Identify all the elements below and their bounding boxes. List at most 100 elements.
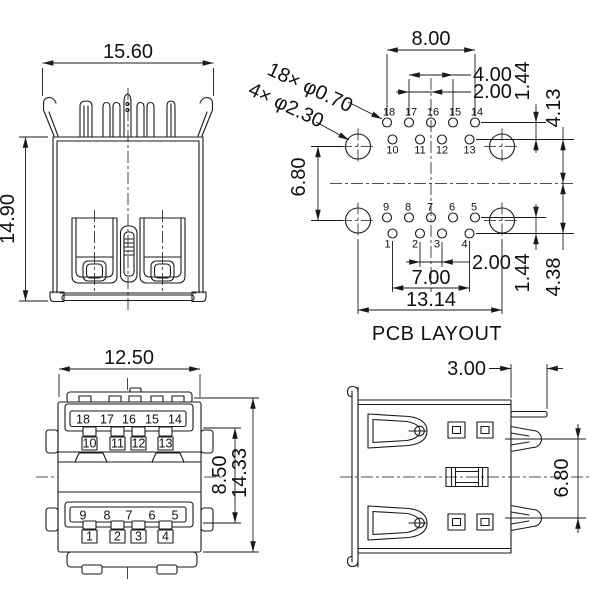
pcb-pin-hole	[469, 117, 481, 128]
dim-text: 8.50	[209, 456, 231, 495]
pcb-pin-hole	[381, 212, 393, 223]
dim-text: 1.44	[512, 254, 534, 293]
pcb-layout-caption: PCB LAYOUT	[372, 323, 502, 345]
dim-13-14: 13.14	[357, 239, 503, 314]
dim-4-00: 4.00	[408, 64, 512, 116]
flange-hook-top	[346, 385, 359, 398]
pcb-pin-hole	[414, 228, 426, 239]
dim-2-00-bottom: 2.00	[406, 242, 511, 274]
pcb-pin-label: 6	[449, 202, 455, 214]
dim-text: 6.80	[288, 158, 310, 197]
pcb-pin-label: 7	[427, 202, 433, 214]
pcb-pin-label: 9	[383, 202, 389, 214]
tongue-pin-label: 5	[172, 509, 179, 523]
tongue-pin-label: 9	[80, 509, 87, 523]
dim-4-13: 4.13	[543, 89, 566, 184]
tongue-pin-label: 6	[149, 509, 156, 523]
hole-center-mark	[484, 202, 520, 239]
boxed-pin	[157, 436, 174, 451]
bent-tab-left	[42, 96, 59, 137]
pcb-pin-label: 10	[386, 145, 398, 157]
boxed-pin-label: 1	[86, 530, 93, 544]
side-ear	[200, 429, 214, 454]
side-ear	[200, 507, 214, 532]
pcb-pin-hole	[387, 134, 398, 145]
pcb-pin-hole	[425, 212, 437, 223]
center-pin	[123, 93, 132, 138]
tongue-pin-label: 8	[104, 509, 111, 523]
dim-4-38: 4.38	[543, 183, 566, 297]
dim-text: 14.33	[229, 448, 251, 498]
hole-center-mark	[340, 128, 376, 165]
pcb-pin-label: 4	[461, 239, 467, 251]
lower-tongue	[69, 506, 187, 523]
spring-wedge-lower	[367, 505, 428, 541]
pcb-pin-hole	[447, 117, 459, 128]
contact-tab	[131, 426, 146, 437]
bottom-view: 15.60 14.90	[0, 41, 214, 311]
tongue-pin-label: 16	[122, 413, 136, 427]
pcb-pin-hole	[414, 134, 426, 145]
pcb-pin-label: 11	[414, 145, 425, 157]
contact-tab	[158, 520, 173, 530]
pcb-pin-label: 8	[405, 202, 411, 214]
tongue-pin-label: 18	[76, 413, 90, 427]
tongue-pin-label: 7	[126, 509, 133, 523]
side-ear	[45, 507, 59, 532]
boxed-pin	[109, 529, 126, 544]
boxed-pin-label: 10	[83, 437, 97, 451]
dim-14-33: 14.33	[194, 397, 259, 553]
tongue-pin-label: 15	[145, 413, 159, 427]
boxed-pin-label: 2	[114, 530, 121, 544]
upper-tongue	[69, 410, 187, 428]
pcb-pin-hole	[403, 117, 415, 128]
dim-1-44-top: 1.44	[476, 62, 574, 153]
dim-text: 14.90	[0, 194, 19, 244]
pcb-pin-hole	[381, 117, 393, 128]
dim-text: 2.00	[473, 81, 512, 103]
mount-foot	[81, 564, 103, 575]
boxed-pin	[81, 529, 98, 544]
dim-6-80-side: 6.80	[551, 424, 581, 533]
side-view: 3.00 6.80	[340, 358, 592, 568]
dim-height-14-90: 14.90	[0, 136, 48, 302]
bottom-view-shell	[42, 96, 214, 294]
pcb-pin-hole	[436, 228, 448, 239]
center-column	[119, 225, 138, 283]
base-plate	[49, 291, 207, 303]
pcb-pin-hole	[469, 212, 481, 223]
tongue-pin-label: 17	[100, 413, 114, 427]
lower-port	[64, 501, 194, 528]
pcb-pin-label: 17	[405, 107, 417, 119]
pcb-pin-hole	[464, 228, 475, 239]
spring-wedge-upper	[367, 413, 428, 449]
contact-basket-left	[71, 210, 118, 291]
dim-text: 8.00	[412, 28, 451, 50]
pcb-pin-label: 3	[434, 239, 440, 251]
pcb-pin-hole	[425, 117, 437, 128]
boxed-pin	[130, 436, 147, 451]
dim-text: 4.38	[543, 258, 565, 297]
dim-8-50: 8.50	[203, 427, 241, 524]
pcb-pin-hole	[447, 212, 459, 223]
contact-tab	[131, 520, 146, 530]
dim-1-44-bottom: 1.44	[476, 204, 574, 292]
contact-tab	[158, 426, 173, 437]
pcb-pin-label: 5	[471, 202, 477, 214]
flange-hook-bottom	[346, 555, 359, 568]
contact-tab	[110, 520, 125, 530]
dim-text: 4.13	[543, 89, 565, 128]
boxed-pin-label: 4	[162, 530, 169, 544]
dim-text: 7.00	[412, 267, 451, 289]
pcb-pin-label: 2	[412, 239, 418, 251]
hole-center-mark	[484, 128, 520, 165]
contact-basket-right	[139, 210, 186, 291]
hole-center-mark	[340, 202, 376, 239]
dim-text: 4.00	[473, 64, 512, 86]
side-ear	[45, 429, 59, 454]
